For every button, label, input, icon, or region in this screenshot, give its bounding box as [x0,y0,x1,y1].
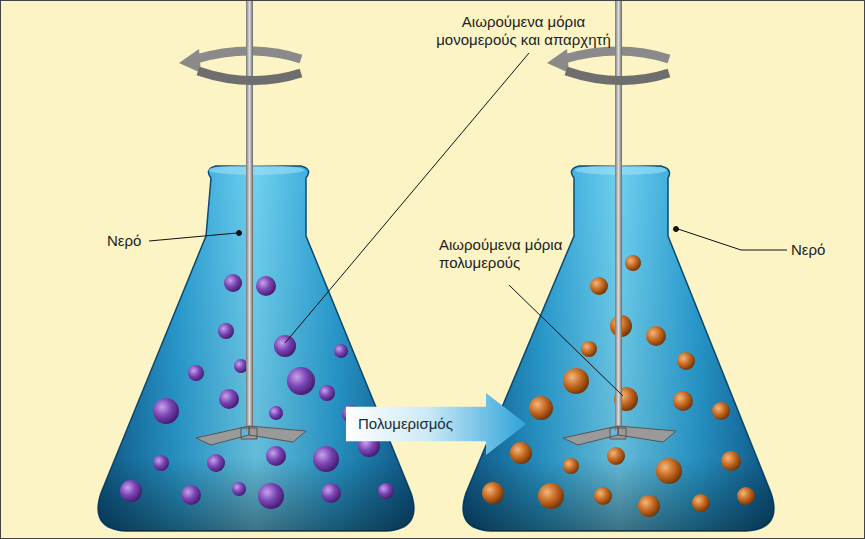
particle [638,495,660,517]
particle [218,323,234,339]
particle [224,274,242,292]
particle [219,389,239,409]
particle [590,277,608,295]
particle [269,406,283,420]
particle [737,487,755,505]
callout-label: Αιωρούμενα μόρια πολυμερούς [439,236,604,272]
particle [274,335,296,357]
callout-label: Αιωρούμενα μόρια μονομερούς και απαρχητή [421,13,626,49]
particle [563,458,579,474]
particle [287,367,315,395]
particle [334,344,348,358]
flask-left [98,1,414,531]
process-arrow: Πολυμερισμός [346,393,526,455]
process-label: Πολυμερισμός [358,415,453,432]
particle [181,485,201,505]
particle [581,341,597,357]
particle [677,352,695,370]
particle [321,483,341,503]
particle [258,483,284,509]
particle [712,402,730,420]
particle [188,365,204,381]
particle [563,368,589,394]
particle [120,480,142,502]
particle [510,442,532,464]
particle [319,385,335,401]
particle [207,454,225,472]
particle [607,447,625,465]
particle [529,396,553,420]
leader-lines [149,53,787,396]
water-label: Νερό [107,232,167,250]
particle [594,487,612,505]
particle [266,446,286,466]
particle [153,398,179,424]
particle [378,483,394,499]
particle [313,446,339,472]
particle [234,359,248,373]
particle [256,276,276,296]
particle [692,494,710,512]
particle [538,483,564,509]
particle [153,455,169,471]
particle [673,391,693,411]
particle [232,482,246,496]
particle [625,255,641,271]
particle [482,482,504,504]
particle [646,326,666,346]
particle [721,451,741,471]
water-label: Νερό [791,241,851,259]
particle [656,458,682,484]
